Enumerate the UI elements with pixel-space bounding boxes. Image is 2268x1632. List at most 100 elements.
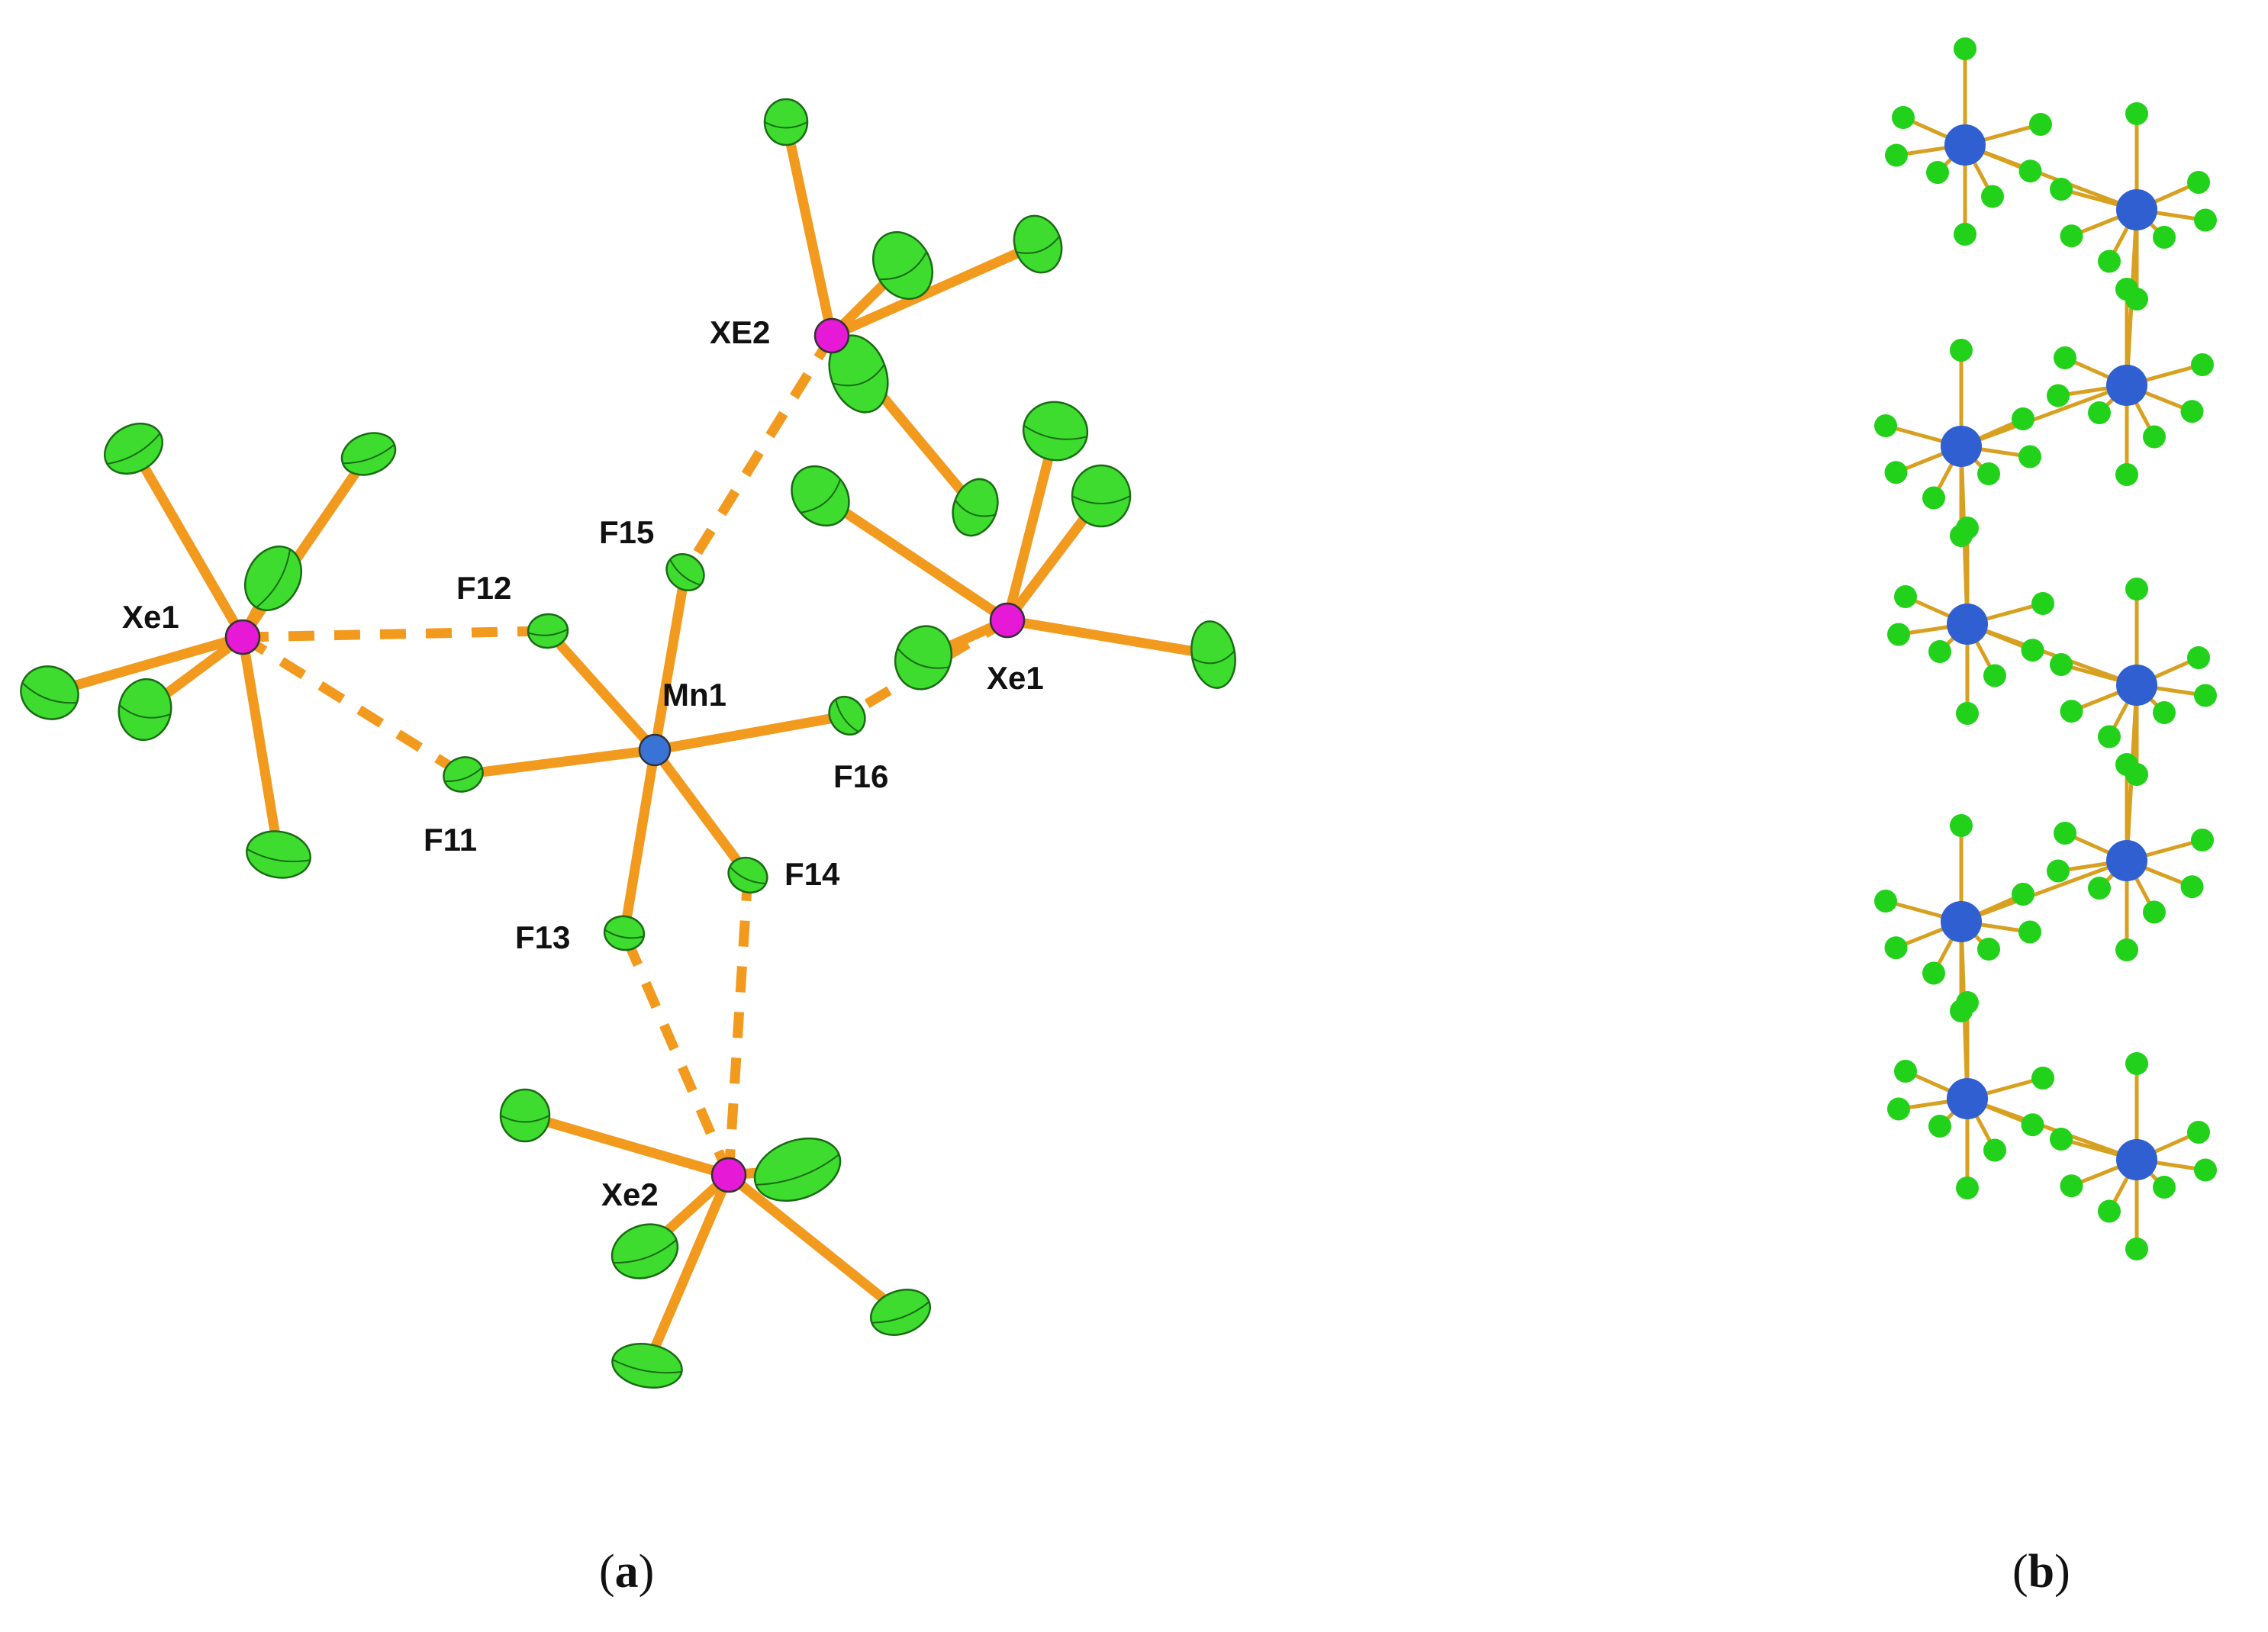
chain-fluorine-5-2 — [2187, 646, 2210, 669]
chain-bridge-8 — [1967, 1096, 2138, 1162]
fluorine-xe2T-0 — [763, 98, 809, 146]
label-mn1: Mn1 — [662, 677, 726, 713]
chain-fluorine-4-5 — [1983, 664, 2006, 687]
ellipsoid-principal-axis — [871, 1301, 930, 1324]
fluorine-ellipsoid — [1013, 214, 1063, 274]
chain-fluorine-2-1 — [2115, 463, 2138, 486]
chain-fluorine-1-4 — [2060, 224, 2083, 248]
chain-bridge-6 — [1960, 858, 2128, 924]
ellipsoid-principal-axis — [612, 1359, 682, 1374]
fluorine-xe2T-1 — [1013, 214, 1063, 274]
chain-fluorine-8-1 — [1956, 1177, 1979, 1199]
bond-xe1R-f3 — [1002, 615, 1219, 660]
fluorine-f11 — [443, 756, 484, 793]
chain-fluorine-0-2 — [1892, 106, 1915, 129]
chain-bridge-2 — [1960, 383, 2128, 449]
ellipsoid-principal-axis — [1191, 650, 1235, 665]
caption-b-open: ( — [2012, 1546, 2028, 1598]
chain-fluorine-9-7 — [2050, 1128, 2073, 1151]
chain-fluorine-7-5 — [1922, 961, 1945, 985]
chain-fluorine-9-3 — [2194, 1158, 2217, 1182]
ellipsoid-principal-axis — [729, 866, 766, 884]
chain-fluorine-6-4 — [2180, 875, 2204, 899]
chain-atoms — [1874, 37, 2217, 1260]
chain-fluorine-5-0 — [2125, 578, 2148, 600]
fluorine-xe2B-0 — [499, 1088, 551, 1143]
bond-xe1R-f1 — [1002, 426, 1061, 626]
chain-metal-4 — [1947, 604, 1988, 645]
chain-metal-5 — [2116, 665, 2157, 706]
fluorine-ellipsoid — [753, 1137, 842, 1202]
chain-fluorine-7-0 — [1950, 814, 1973, 837]
chain-fluorine-2-0 — [2115, 278, 2138, 301]
ellipsoid-principal-axis — [832, 364, 885, 387]
chain-fluorine-0-0 — [1954, 37, 1976, 60]
panel-b-chain-structure: (b) — [1874, 37, 2217, 1598]
chain-fluorine-3-7 — [1874, 414, 1897, 437]
label-xe1-left: Xe1 — [122, 599, 179, 635]
chain-metal-8 — [1947, 1078, 1988, 1119]
chain-fluorine-0-3 — [1885, 143, 1908, 167]
chain-fluorine-2-7 — [2191, 353, 2214, 376]
bond-xe1L-f5 — [237, 632, 284, 860]
ellipsoid-principal-axis — [1023, 424, 1087, 440]
atom-labels: Xe1 XE2 Xe1 Xe2 Mn1 F11 F12 F13 F14 F15 … — [122, 314, 1044, 1212]
ellipsoid-principal-axis — [800, 478, 841, 513]
chain-fluorine-3-4 — [1884, 461, 1908, 484]
xenon-atom-xe2T — [813, 317, 850, 354]
chain-fluorine-4-1 — [1956, 702, 1979, 725]
chain-fluorine-4-3 — [1887, 623, 1910, 646]
ellipsoid-principal-axis — [897, 648, 950, 669]
fluorine-ellipsoid — [763, 98, 809, 146]
panel-a-ortep-structure: Xe1 XE2 Xe1 Xe2 Mn1 F11 F12 F13 F14 F15 … — [20, 98, 1236, 1598]
chain-fluorine-5-7 — [2050, 653, 2073, 676]
ellipsoid-principal-axis — [343, 443, 395, 465]
bond-xe1L-f3 — [44, 632, 248, 698]
fluorine-ellipsoid — [791, 465, 850, 527]
chain-fluorine-3-2 — [2012, 407, 2034, 430]
chain-metal-3 — [1941, 426, 1982, 467]
fluorine-ellipsoid — [104, 422, 163, 475]
caption-a-close: ) — [639, 1546, 655, 1598]
caption-b: (b) — [2012, 1546, 2070, 1598]
chain-fluorine-9-6 — [2153, 1176, 2176, 1199]
ellipsoid-principal-axis — [604, 929, 644, 939]
fluorine-xe2B-3 — [869, 1289, 932, 1336]
chain-fluorine-0-6 — [1926, 161, 1949, 184]
fluorine-xe1L-0 — [104, 422, 163, 475]
chain-fluorine-1-5 — [2098, 249, 2121, 273]
chain-fluorine-2-4 — [2180, 400, 2204, 423]
fluorine-xe1L-5 — [246, 830, 311, 879]
label-f15: F15 — [599, 514, 654, 550]
fluorine-xe2T-4 — [952, 478, 999, 537]
bond-xe2T-f1 — [826, 239, 1043, 341]
fluorine-xe1R-0 — [791, 465, 850, 527]
ellipsoid-principal-axis — [246, 848, 311, 863]
label-f11: F11 — [424, 822, 477, 858]
caption-a-open: ( — [599, 1546, 615, 1598]
bond-xe1R-f0 — [815, 491, 1013, 626]
fluorine-ellipsoid — [1190, 620, 1236, 689]
ellipsoid-principal-axis — [21, 682, 77, 704]
chain-fluorine-9-2 — [2187, 1121, 2210, 1144]
fluorine-xe1R-3 — [1190, 620, 1236, 689]
chain-fluorine-9-5 — [2098, 1199, 2121, 1223]
contact-xe2-f13 — [620, 931, 733, 1177]
bond-xe2B-f4 — [642, 1170, 734, 1371]
chain-fluorine-4-2 — [1894, 585, 1917, 608]
chain-fluorine-8-4 — [2021, 1113, 2044, 1137]
chain-metal-6 — [2106, 840, 2147, 881]
fluorine-xe1R-2 — [1071, 464, 1132, 528]
chain-fluorine-7-7 — [1874, 890, 1897, 913]
chain-fluorine-1-3 — [2194, 208, 2217, 232]
caption-b-letter: b — [2028, 1546, 2054, 1598]
chain-fluorine-2-5 — [2143, 425, 2166, 449]
chain-fluorine-9-4 — [2060, 1174, 2083, 1198]
chain-fluorine-2-2 — [2054, 346, 2076, 369]
fluorine-ellipsoid — [603, 915, 646, 951]
bond-xe2B-f0 — [520, 1110, 734, 1180]
ellipsoid-principal-axis — [878, 251, 928, 281]
label-f12: F12 — [456, 570, 511, 606]
chain-fluorine-2-6 — [2088, 401, 2111, 424]
chain-fluorine-7-4 — [1884, 936, 1908, 960]
